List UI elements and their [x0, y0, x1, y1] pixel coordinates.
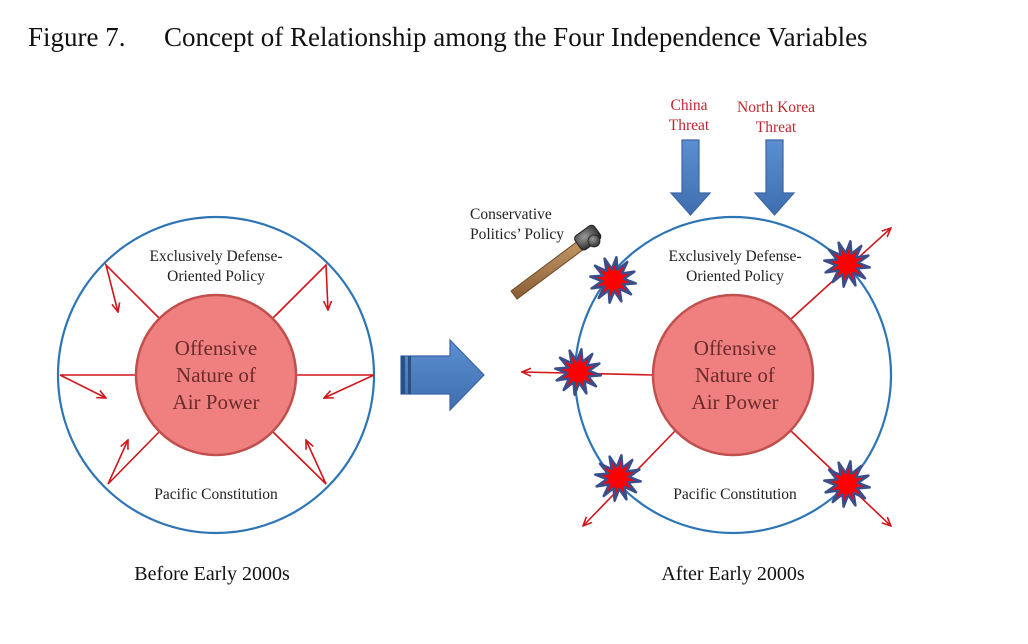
conservative-politics-line1: Conservative [470, 206, 552, 223]
burst-icon [554, 348, 602, 396]
conservative-politics-label: Conservative Politics’ Policy [470, 205, 564, 245]
burst-icon [589, 256, 637, 304]
north-korea-threat-line2: Threat [755, 119, 797, 136]
before-arrow-upper-right [271, 263, 328, 320]
burst-icon [823, 460, 871, 508]
before-defense-policy-label: Exclusively Defense- Oriented Policy [150, 247, 283, 287]
after-core-line3: Air Power [691, 390, 779, 414]
burst-group [554, 240, 871, 508]
after-core-label: Offensive Nature of Air Power [692, 335, 779, 416]
right-arrow-icon [400, 338, 485, 412]
china-threat-line1: China [670, 97, 708, 114]
after-pacific-constitution-label: Pacific Constitution [673, 486, 797, 503]
after-defense-policy-label: Exclusively Defense- Oriented Policy [669, 247, 802, 287]
after-defense-policy-line2: Oriented Policy [686, 268, 784, 285]
before-core-line1: Offensive [174, 336, 258, 360]
before-arrow-left [59, 374, 136, 398]
before-core-line2: Nature of [176, 363, 256, 387]
before-arrow-lower-left [107, 430, 161, 485]
before-arrow-lower-right [271, 430, 327, 485]
after-core-line2: Nature of [695, 363, 775, 387]
north-korea-threat-label: North Korea Threat [737, 98, 815, 138]
before-defense-policy-line2: Oriented Policy [167, 268, 265, 285]
before-constraint-arrows [59, 262, 375, 485]
down-arrow-icon [669, 139, 712, 216]
after-diagram [510, 139, 891, 535]
burst-icon [823, 240, 871, 288]
before-defense-policy-line1: Exclusively Defense- [149, 248, 283, 265]
before-core-circle [134, 293, 298, 457]
china-threat-line2: Threat [668, 117, 710, 134]
before-pacific-constitution-label: Pacific Constitution [154, 486, 278, 503]
before-arrow-right [296, 374, 375, 398]
figure-title-text: Concept of Relationship among the Four I… [164, 22, 868, 52]
north-korea-threat-line1: North Korea [737, 99, 815, 116]
after-defense-policy-line1: Exclusively Defense- [668, 248, 802, 265]
before-caption: Before Early 2000s [134, 563, 290, 585]
after-core-circle [651, 293, 815, 457]
after-core-line1: Offensive [693, 336, 777, 360]
burst-icon [594, 454, 642, 502]
conservative-politics-line2: Politics’ Policy [470, 226, 565, 243]
hammer-icon [510, 224, 602, 300]
before-diagram [56, 215, 376, 535]
before-arrow-upper-left [104, 262, 161, 320]
before-core-label: Offensive Nature of Air Power [173, 335, 260, 416]
before-core-line3: Air Power [172, 390, 260, 414]
figure-title: Figure 7. Concept of Relationship among t… [28, 22, 868, 53]
after-caption: After Early 2000s [661, 563, 805, 585]
down-arrow-icon [753, 139, 796, 216]
figure-number: Figure 7. [28, 22, 126, 52]
china-threat-label: China Threat [669, 96, 709, 136]
